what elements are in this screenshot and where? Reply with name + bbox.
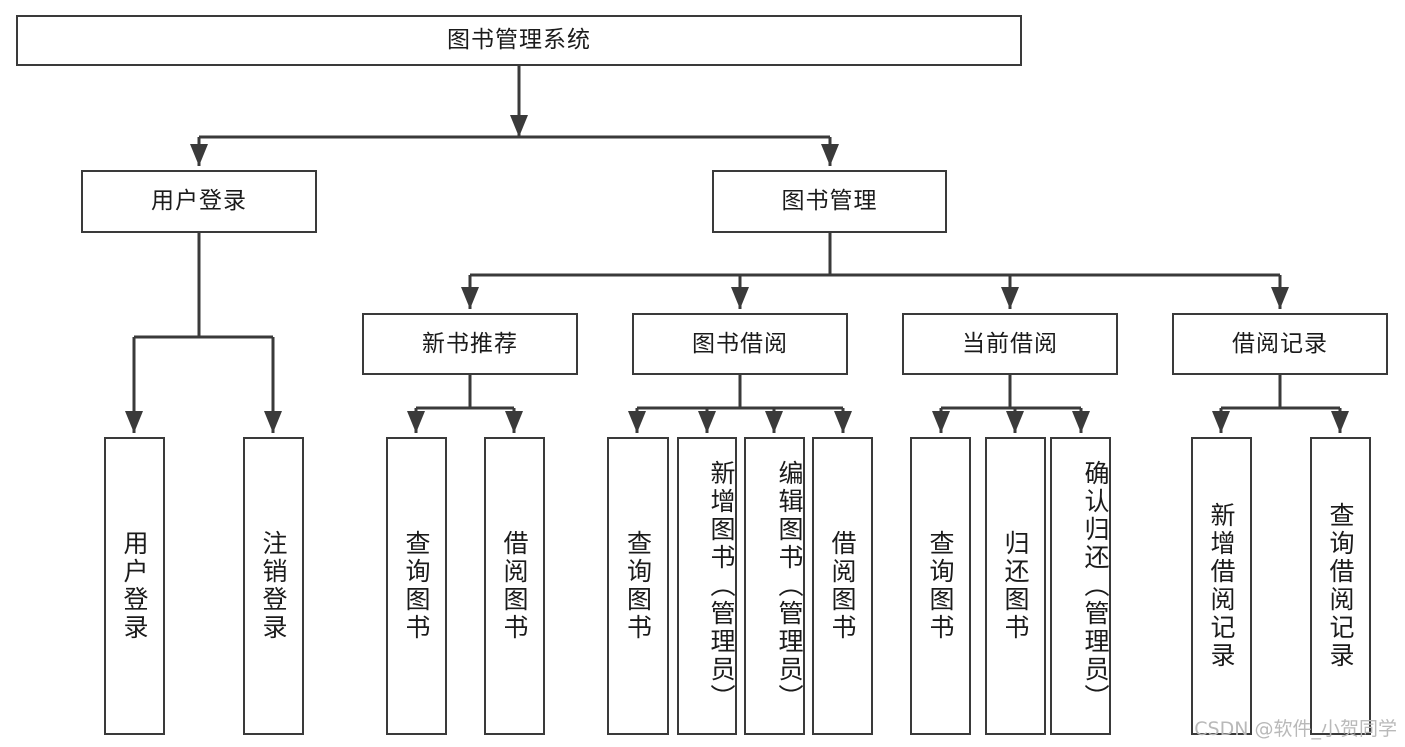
node-label: 查询图书 [623,530,653,642]
node-label: 用户登录 [151,188,247,215]
arrowhead-book-borrow-to-leaf-4 [834,411,852,433]
arrowhead-current-borrow-to-leaf-2 [1006,411,1024,433]
node-label: 新书推荐 [422,330,518,357]
arrowhead-book-borrow-to-leaf-2 [698,411,716,433]
arrowhead-user-login-to-leaf-1 [125,411,143,433]
arrowhead-current-borrow-to-leaf-3 [1072,411,1090,433]
node-label: 借阅图书 [828,530,857,642]
node-label: 注销登录 [259,530,288,642]
node-leaf-borrow-book-2[interactable]: 借阅图书 [812,437,873,735]
arrowhead-book-borrow-to-leaf-1 [628,411,646,433]
node-label: 图书管理系统 [447,27,591,54]
node-label: 查询图书 [402,530,431,642]
node-leaf-user-login[interactable]: 用户登录 [104,437,165,735]
arrowhead-new-book-recommend-to-leaf-2 [505,411,523,433]
arrowhead-book-manage-to-current-borrow [1001,287,1019,309]
arrowhead-book-borrow-to-leaf-3 [765,411,783,433]
node-leaf-query-book-1[interactable]: 查询图书 [386,437,447,735]
node-label: 借阅记录 [1232,330,1328,357]
node-leaf-query-book-2[interactable]: 查询图书 [607,437,669,735]
node-new-book-recommend[interactable]: 新书推荐 [362,313,578,375]
node-leaf-add-borrow-record[interactable]: 新增借阅记录 [1191,437,1252,735]
node-leaf-confirm-return[interactable]: 确认归还（管理员） [1050,437,1111,735]
arrowhead-root-to-level2-trunk [510,115,528,137]
node-label: 新增借阅记录 [1207,502,1236,670]
watermark: CSDN @软件_小贺同学 [1194,718,1397,740]
arrowhead-book-manage-to-new-book-recommend [461,287,479,309]
arrowhead-borrow-record-to-leaf-1 [1212,411,1230,433]
node-user-login[interactable]: 用户登录 [81,170,317,233]
node-current-borrow[interactable]: 当前借阅 [902,313,1118,375]
node-label: 用户登录 [120,530,149,642]
node-book-borrow[interactable]: 图书借阅 [632,313,848,375]
node-label: 归还图书 [1001,530,1030,642]
node-label: 当前借阅 [962,330,1058,357]
arrowhead-root-to-book-manage [821,144,839,166]
node-label: 借阅图书 [500,530,529,642]
node-leaf-user-logout[interactable]: 注销登录 [243,437,304,735]
arrowhead-borrow-record-to-leaf-2 [1331,411,1349,433]
arrowhead-book-manage-to-borrow-record [1271,287,1289,309]
node-book-manage[interactable]: 图书管理 [712,170,947,233]
node-leaf-query-book-3[interactable]: 查询图书 [910,437,971,735]
arrowhead-new-book-recommend-to-leaf-1 [407,411,425,433]
arrowhead-user-login-to-leaf-2 [264,411,282,433]
arrowhead-current-borrow-to-leaf-1 [932,411,950,433]
arrowhead-book-manage-to-book-borrow [731,287,749,309]
arrowhead-root-to-user-login [190,144,208,166]
node-leaf-query-borrow-record[interactable]: 查询借阅记录 [1310,437,1371,735]
node-label: 确认归还（管理员） [1081,460,1110,712]
node-leaf-return-book[interactable]: 归还图书 [985,437,1046,735]
node-label: 图书借阅 [692,330,788,357]
node-label: 查询借阅记录 [1326,502,1355,670]
node-leaf-borrow-book-1[interactable]: 借阅图书 [484,437,545,735]
node-label: 图书管理 [781,188,878,215]
node-label: 查询图书 [926,530,955,642]
node-leaf-add-book[interactable]: 新增图书（管理员） [677,437,737,735]
node-root-system[interactable]: 图书管理系统 [16,15,1022,66]
node-borrow-record[interactable]: 借阅记录 [1172,313,1388,375]
node-label: 新增图书（管理员） [707,460,736,712]
node-label: 编辑图书（管理员） [775,460,804,712]
node-leaf-edit-book[interactable]: 编辑图书（管理员） [744,437,805,735]
